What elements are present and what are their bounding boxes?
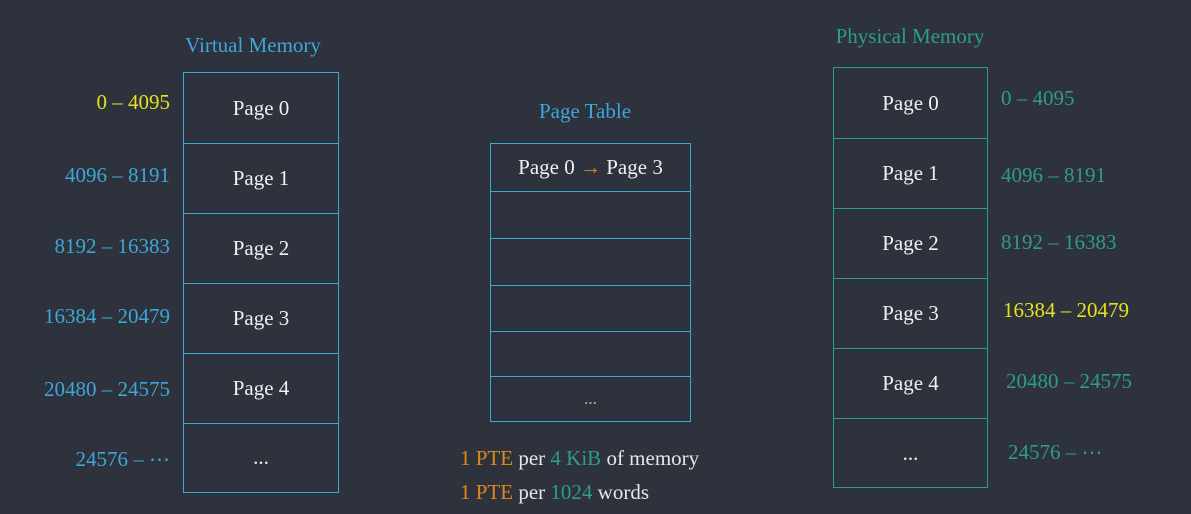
note-amount: 4 KiB — [550, 446, 602, 470]
physical-page-4: Page 4 — [834, 348, 987, 418]
arrow-right-icon: → — [580, 155, 601, 179]
note-per: per — [513, 480, 551, 504]
note-amount: 1024 — [550, 480, 593, 504]
page-table-entry-more: ... — [491, 376, 690, 420]
page-table: Page 0 → Page 3 ... — [490, 143, 691, 422]
page-table-title: Page Table — [538, 99, 632, 123]
physical-range-4: 20480 – 24575 — [1006, 369, 1132, 393]
physical-page-3: Page 3 — [834, 278, 987, 348]
physical-memory-column: Page 0 Page 1 Page 2 Page 3 Page 4 ... — [833, 67, 988, 488]
physical-range-3: 16384 – 20479 — [1003, 298, 1129, 322]
physical-page-2: Page 2 — [834, 208, 987, 278]
note-per: per — [513, 446, 551, 470]
note-rest: of memory — [601, 446, 700, 470]
virtual-memory-title: Virtual Memory — [185, 33, 321, 57]
page-table-entry-3 — [491, 285, 690, 331]
physical-range-1: 4096 – 8191 — [1001, 163, 1106, 187]
virtual-page-0: Page 0 — [232, 95, 290, 120]
note-count: 1 PTE — [460, 446, 514, 470]
virtual-range-4: 20480 – 24575 — [44, 377, 170, 401]
pte-from: Page 0 — [518, 155, 575, 179]
note-count: 1 PTE — [460, 480, 514, 504]
virtual-range-5: 24576 – ⋯ — [75, 447, 171, 471]
virtual-range-2: 8192 – 16383 — [54, 234, 171, 258]
physical-page-more: ... — [834, 418, 987, 487]
physical-page-1: Page 1 — [834, 138, 987, 208]
physical-range-0: 0 – 4095 — [1001, 86, 1075, 110]
physical-range-2: 8192 – 16383 — [1001, 230, 1117, 254]
note-pte-per-kib: 1 PTE per 4 KiB of memory — [460, 446, 699, 471]
virtual-page-2: Page 2 — [184, 213, 338, 283]
physical-memory-title: Physical Memory — [835, 24, 985, 48]
virtual-memory-column: Page 0 Page 1 Page 2 Page 3 Page 4 ... — [183, 72, 339, 493]
virtual-range-3: 16384 – 20479 — [44, 304, 170, 328]
virtual-page-more: ... — [184, 423, 338, 491]
virtual-range-0: 0 – 4095 — [96, 90, 171, 114]
virtual-page-4: Page 4 — [184, 353, 338, 423]
virtual-page-1: Page 1 — [184, 143, 338, 213]
physical-range-5: 24576 – ⋯ — [1008, 440, 1103, 464]
page-table-entry-2 — [491, 238, 690, 285]
physical-page-0: Page 0 — [882, 90, 939, 115]
page-table-entry-0: Page 0 → Page 3 — [491, 144, 690, 191]
virtual-page-3: Page 3 — [184, 283, 338, 353]
note-rest: words — [592, 480, 650, 504]
page-table-entry-1 — [491, 191, 690, 238]
virtual-range-1: 4096 – 8191 — [65, 163, 170, 187]
pte-to: Page 3 — [606, 155, 663, 179]
page-table-entry-4 — [491, 331, 690, 376]
note-pte-per-words: 1 PTE per 1024 words — [460, 480, 649, 505]
